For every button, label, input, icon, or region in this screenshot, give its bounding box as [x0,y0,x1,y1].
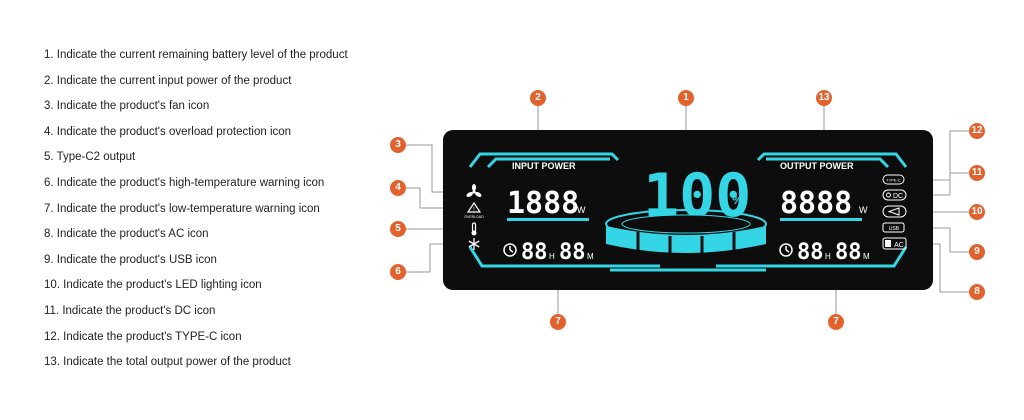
callout-badge-1: 1 [678,90,694,106]
hour-unit: H [549,252,555,261]
output-power-label: OUTPUT POWER [780,161,854,171]
callout-badge-6: 6 [390,264,406,280]
callout-badge-2: 2 [530,90,546,106]
svg-text:!: ! [473,207,475,213]
thermometer-icon [471,222,477,236]
ac-port-icon: AC [882,237,907,250]
callout-badge-11: 11 [969,165,985,181]
timer-right: 88 H 88 M [779,240,870,265]
input-underline [507,218,589,221]
percent-sign: % [732,192,744,207]
battery-ring [605,209,767,257]
legend-item-3: 3. Indicate the product's fan icon [44,100,210,113]
timer-left: 88 H 88 M [503,240,594,265]
callout-badge-4: 4 [390,180,406,196]
callout-badge-8: 8 [969,284,985,300]
legend-item-9: 9. Indicate the product's USB icon [44,253,217,266]
callout-badge-12: 12 [969,123,985,139]
typec-port-icon: TYPE-C [882,174,905,185]
hour-unit: H [825,252,831,261]
frame-accents [468,152,908,272]
clock-icon [779,243,793,257]
legend-item-5: 5. Type-C2 output [44,151,136,164]
legend-item-8: 8. Indicate the product's AC icon [44,228,209,241]
usb-port-icon: USB [882,222,905,233]
legend-item-13: 13. Indicate the total output power of t… [44,356,291,369]
timer-left-hours: 88 [521,240,548,265]
timer-right-minutes: 88 [835,240,862,265]
input-watt-unit: W [577,205,586,215]
legend-list: 1. Indicate the current remaining batter… [44,47,384,380]
overload-text: OVERLOAD [464,215,484,219]
legend-item-12: 12. Indicate the product's TYPE-C icon [44,330,242,343]
legend-item-4: 4. Indicate the product's overload prote… [44,125,292,138]
legend-item-2: 2. Indicate the current input power of t… [44,74,292,87]
clock-icon [503,243,517,257]
legend-item-10: 10. Indicate the product's LED lighting … [44,279,262,292]
svg-text:USB: USB [889,226,900,232]
output-watt-unit: W [859,205,868,215]
legend-item-6: 6. Indicate the product's high-temperatu… [44,176,325,189]
fan-icon [466,184,482,197]
minute-unit: M [863,252,870,261]
snowflake-icon [468,238,480,250]
callout-badge-7-right: 7 [828,314,844,330]
output-underline [780,218,862,221]
svg-text:TYPE-C: TYPE-C [886,178,901,183]
timer-right-hours: 88 [797,240,824,265]
output-power-value: 8888 [780,186,852,221]
legend-item-7: 7. Indicate the product's low-temperatur… [44,202,320,215]
legend-item-11: 11. Indicate the product's DC icon [44,304,216,317]
callout-badge-9: 9 [969,244,985,260]
callout-badge-7-left: 7 [550,314,566,330]
legend-item-1: 1. Indicate the current remaining batter… [44,49,348,61]
dc-port-icon: DC [882,189,907,201]
led-light-icon [882,205,907,218]
input-power-value: 1888 [507,186,579,221]
svg-text:DC: DC [893,193,903,200]
callout-badge-13: 13 [816,90,832,106]
callout-badge-3: 3 [390,137,406,153]
callout-badge-10: 10 [969,204,985,220]
overload-icon: ! OVERLOAD [464,201,484,219]
minute-unit: M [587,252,594,261]
callout-badge-5: 5 [390,221,406,237]
svg-text:AC: AC [894,242,904,249]
input-power-label: INPUT POWER [512,161,576,171]
timer-left-minutes: 88 [559,240,586,265]
